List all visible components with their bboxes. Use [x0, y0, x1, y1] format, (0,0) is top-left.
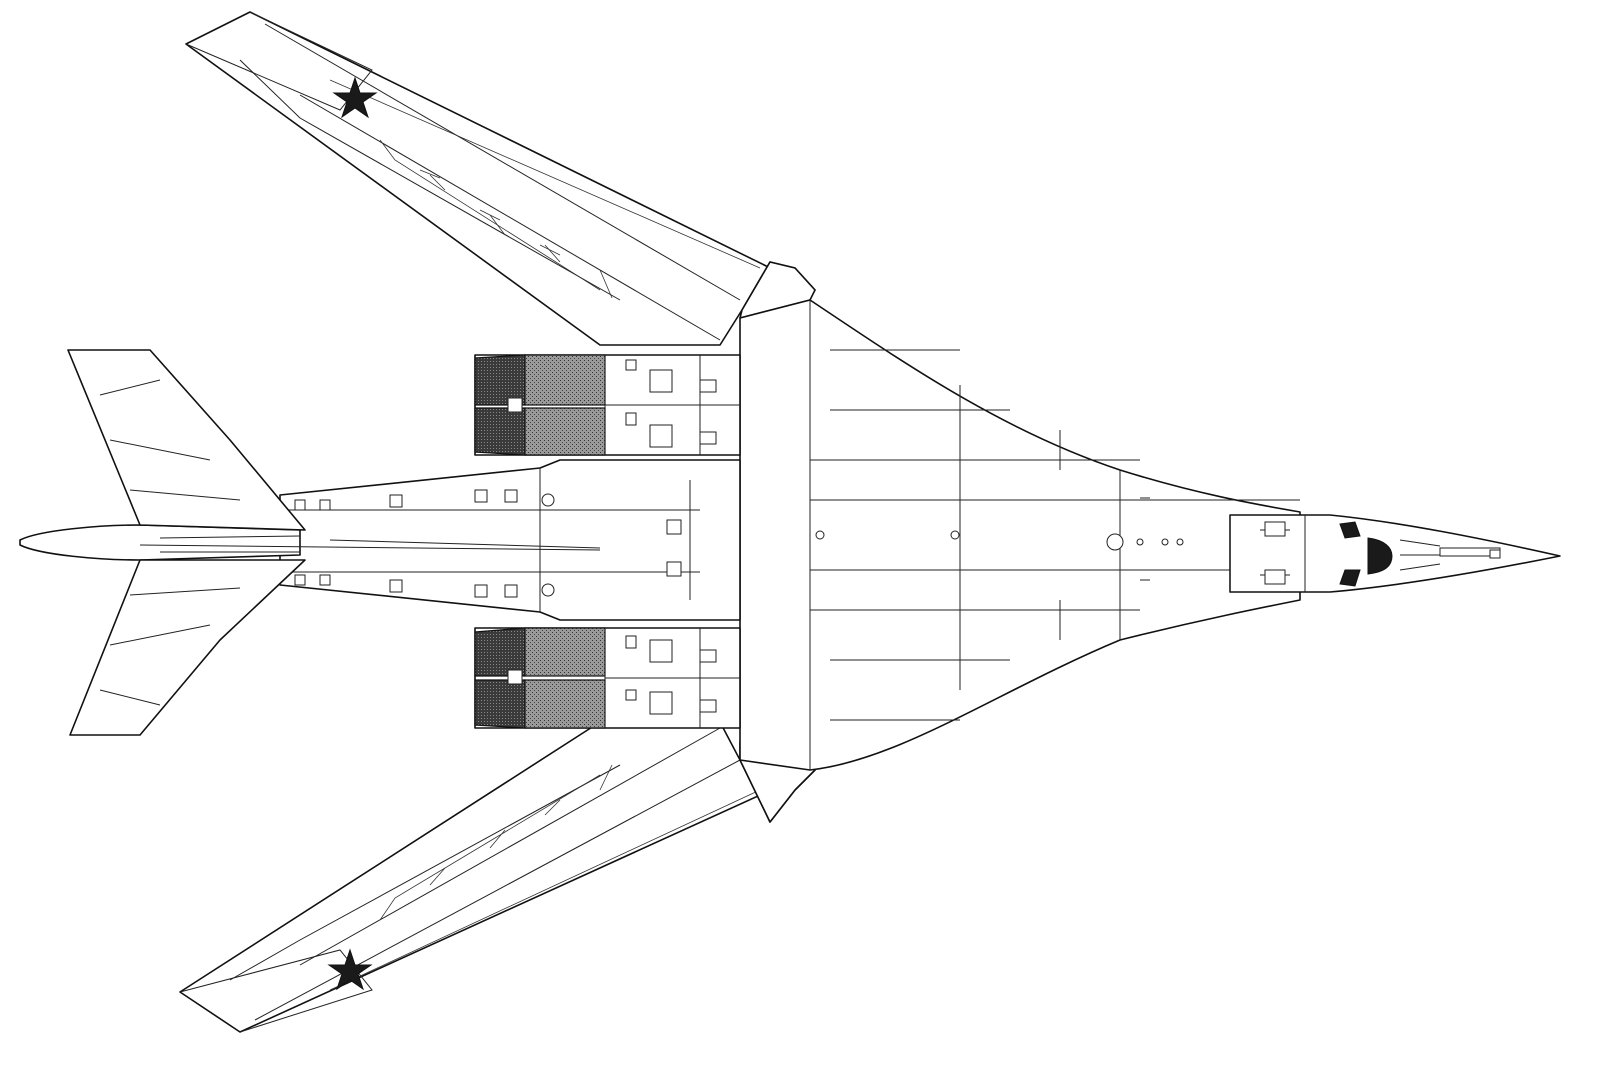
rear-fuselage — [279, 459, 741, 621]
upper-engine-nacelles — [474, 354, 741, 456]
lower-engine-nacelles — [474, 627, 741, 729]
lower-wing — [179, 721, 816, 1033]
tail-boom — [19, 524, 601, 561]
upper-stabilizer — [67, 349, 306, 531]
red-star-icon — [327, 948, 373, 991]
center-body — [739, 299, 1301, 771]
lower-stabilizer — [69, 559, 306, 736]
red-star-icon — [332, 76, 378, 119]
nose-section — [1229, 514, 1561, 593]
upper-wing — [185, 11, 816, 346]
